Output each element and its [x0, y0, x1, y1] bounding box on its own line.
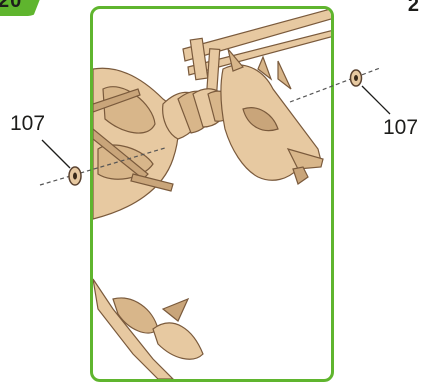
- right-washer-icon: [351, 70, 362, 86]
- dragon-tail: [93, 279, 203, 379]
- left-leader-line: [42, 140, 70, 168]
- part-label-right: 107: [383, 116, 418, 140]
- left-washer-icon: [69, 167, 81, 185]
- next-step-number: 2: [408, 0, 419, 17]
- dragon-body: [93, 68, 178, 219]
- dragon-head: [221, 49, 323, 184]
- step-number: 20: [0, 0, 22, 13]
- part-label-left: 107: [10, 112, 45, 136]
- dragon-model-illustration: [93, 9, 331, 379]
- step-number-badge: 20: [0, 0, 42, 16]
- right-leader-line: [362, 86, 390, 114]
- assembly-illustration-frame: [90, 6, 334, 382]
